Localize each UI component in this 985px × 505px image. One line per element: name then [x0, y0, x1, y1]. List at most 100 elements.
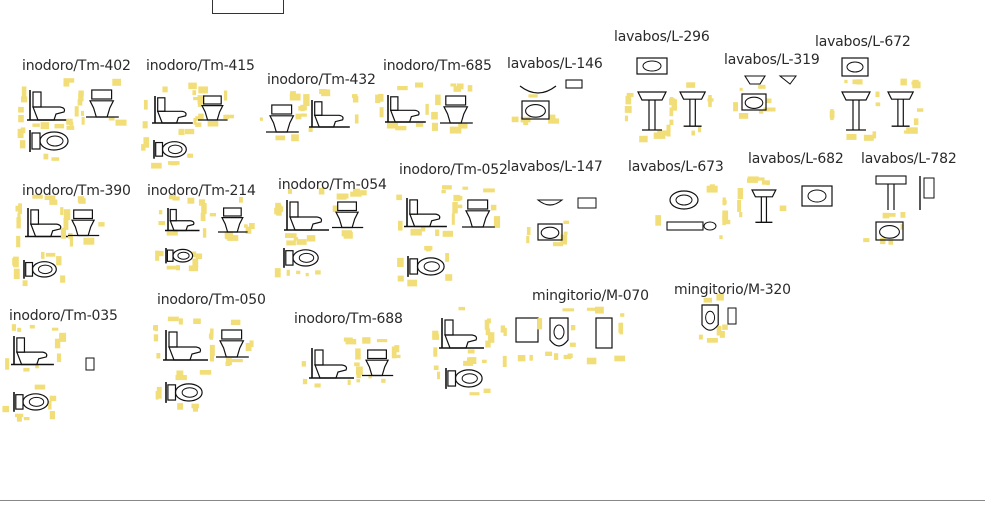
dimension-mark — [716, 294, 724, 301]
dimension-mark — [153, 334, 159, 342]
dimension-mark — [63, 78, 75, 83]
outline-ellipse — [744, 96, 764, 109]
outline-path — [71, 219, 96, 237]
dimension-mark — [166, 265, 179, 270]
outline-ellipse — [454, 369, 483, 388]
dimension-mark — [17, 327, 22, 332]
outline-rect — [875, 175, 907, 185]
dimension-mark — [485, 328, 491, 336]
outline-rect — [444, 319, 454, 336]
dimension-mark — [362, 337, 371, 344]
dimension-mark — [485, 340, 491, 348]
dimension-mark — [900, 224, 904, 230]
dimension-mark — [303, 94, 310, 107]
dimension-mark — [274, 268, 281, 278]
dimension-mark — [18, 203, 22, 214]
dimension-mark — [286, 240, 296, 246]
block-label-l-672: lavabos/L-672 — [815, 34, 911, 50]
dimension-mark — [467, 85, 473, 92]
dimension-mark — [354, 114, 359, 124]
dimension-mark — [467, 349, 475, 354]
dimension-mark — [81, 117, 85, 125]
dimension-mark — [739, 212, 743, 218]
outline-rect — [467, 199, 489, 210]
dimension-mark — [195, 122, 202, 127]
dimension-mark — [450, 83, 456, 87]
dimension-mark — [482, 359, 487, 363]
dimension-mark — [278, 206, 284, 212]
dimension-mark — [239, 196, 243, 203]
block-label-tm-214: inodoro/Tm-214 — [147, 183, 256, 199]
dimension-mark — [185, 128, 195, 135]
dimension-mark — [60, 207, 64, 215]
dimension-mark — [21, 96, 28, 103]
dimension-mark — [528, 94, 538, 98]
dimension-mark — [449, 126, 462, 134]
dimension-mark — [227, 114, 234, 119]
dimension-mark — [59, 332, 67, 342]
dimension-mark — [698, 334, 703, 340]
outline-rect — [314, 349, 324, 366]
dimension-mark — [141, 144, 146, 151]
dimension-mark — [142, 121, 148, 129]
dimension-mark — [201, 203, 207, 214]
dimension-mark — [151, 162, 162, 169]
outline-ellipse — [461, 373, 478, 384]
dimension-mark — [187, 153, 193, 158]
dimension-mark — [224, 231, 233, 239]
dimension-mark — [13, 268, 20, 279]
outline-path — [637, 91, 667, 101]
dimension-mark — [322, 91, 329, 95]
block-label-m-320: mingitorio/M-320 — [674, 282, 791, 298]
dimension-mark — [193, 318, 201, 324]
outline-rect — [30, 209, 40, 225]
block-label-tm-052: inodoro/Tm-052 — [399, 162, 508, 178]
dimension-mark — [301, 361, 306, 367]
block-label-tm-432: inodoro/Tm-432 — [267, 72, 376, 88]
dimension-mark — [178, 318, 183, 325]
dimension-mark — [562, 308, 575, 312]
dimension-mark — [355, 348, 361, 360]
outline-rect — [223, 207, 242, 217]
dimension-mark — [54, 123, 65, 129]
outline-rect — [221, 329, 243, 340]
dimension-mark — [747, 178, 758, 183]
outline-path — [841, 91, 871, 101]
dimension-mark — [863, 238, 870, 243]
dimension-mark — [158, 210, 163, 215]
dimension-mark — [379, 107, 384, 118]
outline-path — [536, 199, 564, 206]
dimension-mark — [318, 187, 325, 195]
dimension-mark — [32, 194, 43, 199]
dimension-mark — [550, 118, 556, 122]
dimension-mark — [12, 258, 17, 266]
outline-rect — [595, 317, 613, 349]
dimension-mark — [56, 256, 62, 266]
dimension-mark — [624, 115, 629, 122]
dimension-mark — [291, 134, 299, 142]
dimension-mark — [765, 98, 772, 104]
dimension-mark — [452, 201, 458, 214]
outline-rect — [73, 209, 93, 220]
dimension-mark — [192, 258, 199, 268]
dimension-mark — [353, 188, 361, 192]
dimension-mark — [707, 98, 714, 102]
dimension-mark — [398, 257, 404, 263]
block-label-l-673: lavabos/L-673 — [628, 159, 724, 175]
dimension-mark — [722, 210, 729, 221]
outline-path — [221, 217, 244, 233]
dimension-mark — [442, 230, 453, 237]
outline-path — [156, 110, 187, 124]
outline-ellipse — [669, 190, 699, 210]
block-label-l-682: lavabos/L-682 — [748, 151, 844, 167]
outline-rect — [923, 177, 935, 199]
dimension-mark — [192, 251, 197, 258]
dimension-mark — [463, 360, 474, 366]
dimension-mark — [433, 365, 439, 370]
dimension-mark — [431, 111, 438, 120]
title-frame — [212, 0, 284, 14]
outline-ellipse — [167, 144, 183, 155]
dimension-mark — [303, 106, 307, 111]
